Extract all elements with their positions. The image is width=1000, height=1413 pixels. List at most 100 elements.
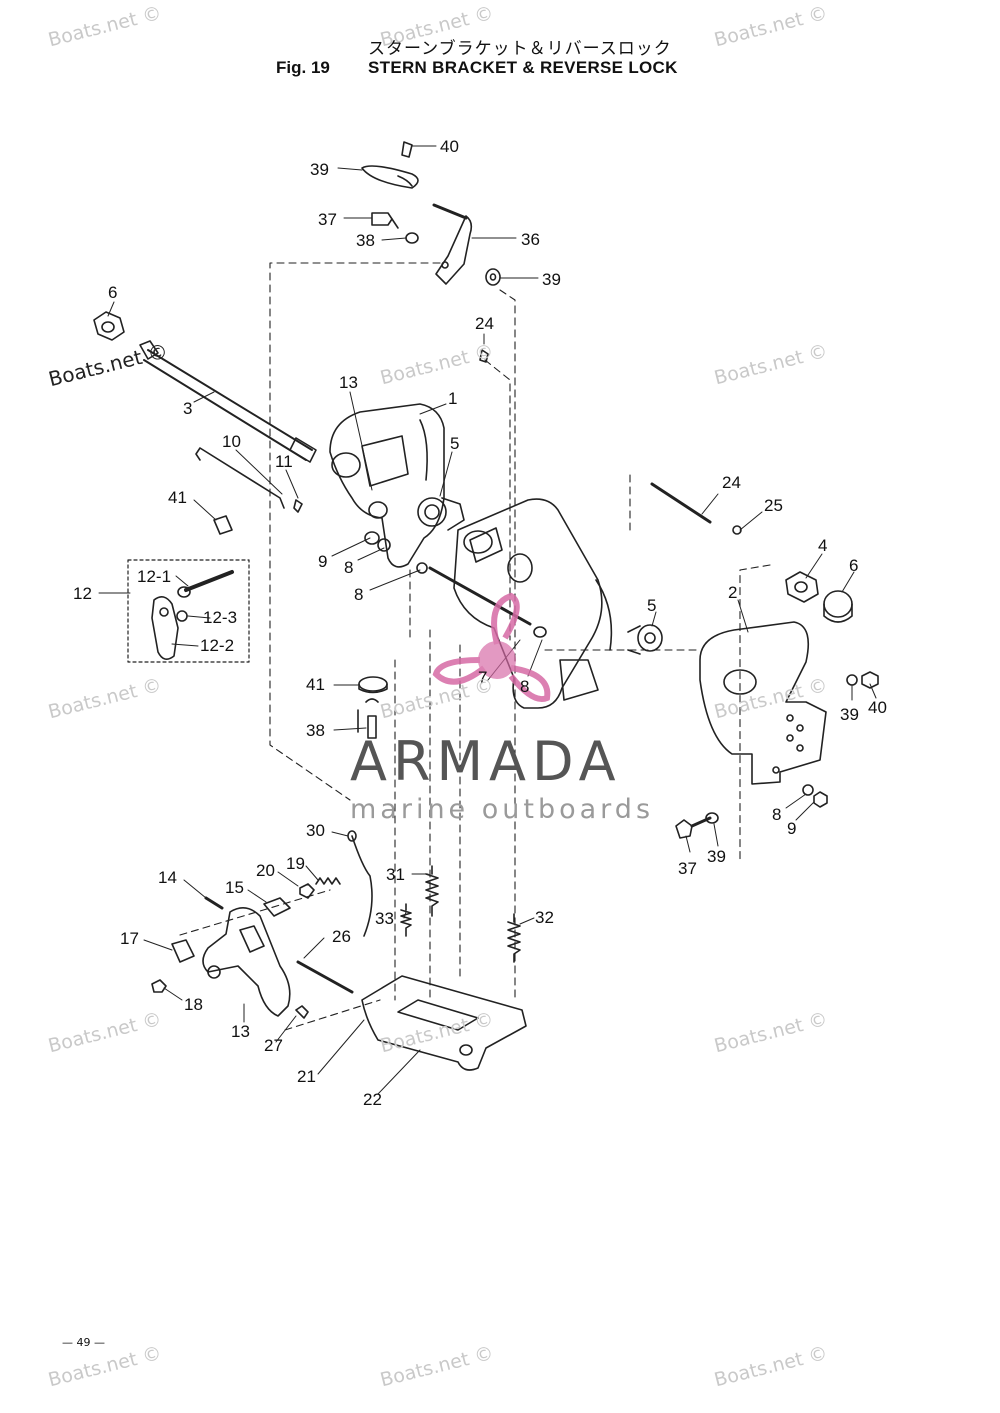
callout-6-right: 6 <box>849 556 858 575</box>
part-28-spring-a <box>425 865 439 917</box>
callout-8-b: 8 <box>354 585 363 604</box>
callout-13: 13 <box>339 373 358 392</box>
part-12-group-box <box>127 559 250 663</box>
part-39-washer <box>705 812 719 824</box>
part-9-nut-center <box>364 531 380 545</box>
title-japanese: スターンブラケット＆リバースロック <box>368 39 672 59</box>
callout-41: 41 <box>168 488 187 507</box>
callout-33: 39 <box>542 270 561 289</box>
callout-15: 14 <box>158 868 177 887</box>
callout-26: 27 <box>264 1036 283 1055</box>
part-32-oring <box>405 232 419 244</box>
part-39-washer-right <box>846 674 858 686</box>
callout-24-right: 25 <box>764 496 783 515</box>
part-30-lever <box>432 203 473 285</box>
page-number: — 49 — <box>62 1336 105 1349</box>
title-english: STERN BRACKET & REVERSE LOCK <box>368 58 678 77</box>
part-28-spring-b <box>507 913 521 963</box>
callout-31: 37 <box>318 210 337 229</box>
callout-9-right: 9 <box>787 819 796 838</box>
part-5-bushing-left <box>417 497 465 531</box>
part-4-nut <box>785 571 819 603</box>
part-31-bolt <box>371 212 399 229</box>
part-17-plate <box>171 939 195 963</box>
callout-22: 22 <box>363 1090 382 1109</box>
callout-34: 39 <box>310 160 329 179</box>
part-19-spring <box>315 877 341 885</box>
part-29-spring <box>400 903 412 937</box>
callout-35: 40 <box>440 137 459 156</box>
callout-6-left: 6 <box>108 283 117 302</box>
callout-2: 2 <box>728 583 737 602</box>
callout-7: 7 <box>478 668 487 687</box>
part-12-3-washer <box>176 610 188 622</box>
callout-23: 24 <box>722 473 741 492</box>
part-15-pin <box>204 896 224 910</box>
part-6-cap-right <box>823 590 853 623</box>
callout-16: 15 <box>225 878 244 897</box>
part-14-reverse-lock <box>202 907 291 1017</box>
callout-20: 20 <box>256 861 275 880</box>
part-9-nut-right <box>813 791 828 808</box>
callout-12-3: 12-3 <box>203 608 237 627</box>
part-38-bolt <box>675 816 712 839</box>
part-24-clip-right <box>732 525 742 535</box>
part-25-rod <box>296 960 354 994</box>
callout-12: 12 <box>73 584 92 603</box>
callout-39: 39 <box>707 847 726 866</box>
callout-18: 18 <box>184 995 203 1014</box>
part-34-grip <box>361 165 419 189</box>
callout-4: 4 <box>818 536 827 555</box>
callout-10: 10 <box>222 432 241 451</box>
callout-labels: 40 39 37 38 36 39 24 6 3 13 1 5 10 11 41… <box>73 137 887 1109</box>
part-3-tilt-tube <box>139 340 317 463</box>
callout-1: 1 <box>448 389 457 408</box>
callout-29: 33 <box>375 909 394 928</box>
callout-32: 38 <box>356 231 375 250</box>
callout-5-right: 5 <box>647 596 656 615</box>
brand-watermark-tagline: marine outboards <box>350 794 655 825</box>
callout-8-right: 8 <box>772 805 781 824</box>
callout-17: 17 <box>120 929 139 948</box>
part-10-rod <box>195 447 285 509</box>
callout-8-a: 8 <box>344 558 353 577</box>
callout-38: 37 <box>678 859 697 878</box>
part-20-bolt <box>299 883 315 899</box>
part-8-washer-right <box>802 784 814 796</box>
part-16-collar <box>263 897 291 917</box>
callout-24-top: 24 <box>475 314 494 333</box>
part-26-screw <box>295 1005 309 1019</box>
part-36-pad <box>358 676 388 694</box>
part-6-nut-left <box>93 311 125 341</box>
callout-27: 30 <box>306 821 325 840</box>
brand-watermark-name: ARMADA <box>350 730 622 793</box>
part-35-pin <box>401 141 413 158</box>
part-22-bracket <box>361 975 527 1071</box>
part-8-washer-lower <box>416 562 428 574</box>
armada-logo-icon <box>432 592 551 702</box>
callout-19: 19 <box>286 854 305 873</box>
part-27-link <box>347 830 373 937</box>
part-2-stern-bracket-right <box>699 621 827 785</box>
assembly-dash-lines <box>179 262 771 1031</box>
callout-21: 21 <box>297 1067 316 1086</box>
part-11-pin <box>293 499 303 513</box>
part-41-pad <box>213 515 233 535</box>
part-23-pin <box>650 482 712 524</box>
callout-36: 41 <box>306 675 325 694</box>
part-5-bushing-right <box>627 624 663 655</box>
callout-37: 38 <box>306 721 325 740</box>
leader-lines <box>98 145 877 1095</box>
part-18-screw <box>151 979 167 993</box>
callout-40: 40 <box>868 698 887 717</box>
callout-39-right: 39 <box>840 705 859 724</box>
callout-5-left: 5 <box>450 434 459 453</box>
swivel-bracket <box>453 498 613 709</box>
figure-number: Fig. 19 <box>276 58 330 77</box>
part-40-nut <box>861 671 879 689</box>
callout-3: 3 <box>183 399 192 418</box>
part-12-2-latch <box>151 596 179 660</box>
part-1-stern-bracket-left <box>329 403 445 568</box>
